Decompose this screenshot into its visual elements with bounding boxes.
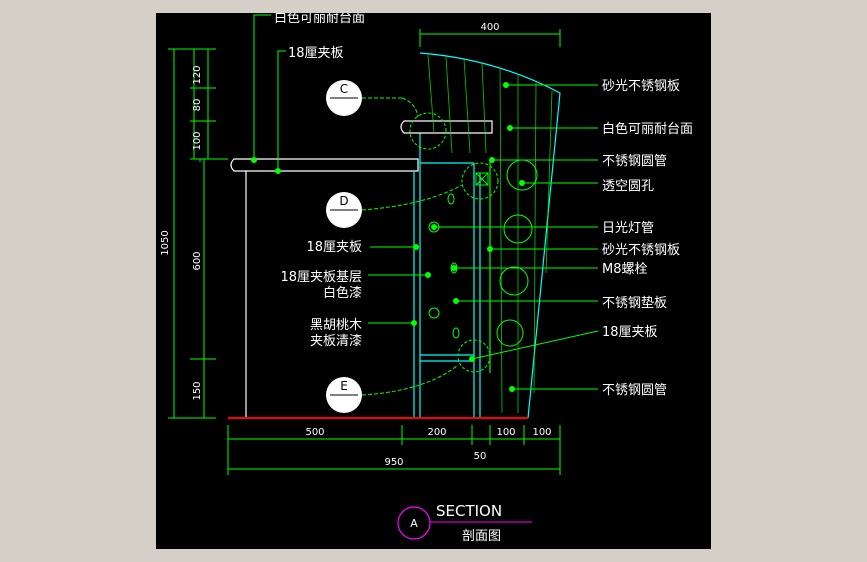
callout-c[interactable]: C bbox=[326, 80, 419, 118]
callout-e-letter: E bbox=[340, 379, 348, 393]
perforations bbox=[496, 159, 538, 347]
dim-200: 200 bbox=[427, 427, 446, 438]
label-base-1: 18厘夹板基层 bbox=[280, 270, 362, 285]
dim-500: 500 bbox=[305, 427, 324, 438]
label-right-1: 白色可丽耐台面 bbox=[602, 121, 693, 137]
callout-e[interactable]: E bbox=[326, 364, 459, 413]
callout-d-letter: D bbox=[339, 194, 348, 208]
leader-circles bbox=[409, 112, 499, 373]
cad-viewport[interactable]: 120 80 100 1050 600 150 400 bbox=[156, 13, 711, 549]
bottom-dimension-text: 500 200 100 100 50 950 bbox=[305, 427, 551, 468]
dim-100: 100 bbox=[192, 131, 203, 150]
dim-120: 120 bbox=[192, 65, 203, 84]
left-labels: 白色可丽耐台面 18厘夹板 18厘夹板 18厘夹板基层 白色漆 黑胡桃木 夹板清… bbox=[274, 13, 365, 349]
label-right-5: 砂光不锈钢板 bbox=[602, 243, 680, 258]
label-right-0: 砂光不锈钢板 bbox=[602, 79, 680, 94]
dim-150: 150 bbox=[192, 381, 203, 400]
label-plywood: 18厘夹板 bbox=[306, 240, 362, 255]
panel-hatch bbox=[427, 54, 553, 414]
fittings bbox=[428, 172, 489, 339]
right-leaders bbox=[434, 84, 599, 390]
title-main: SECTION bbox=[436, 502, 502, 520]
section-drawing: 120 80 100 1050 600 150 400 bbox=[160, 13, 693, 544]
title-letter: A bbox=[410, 517, 418, 530]
label-right-7: 不锈钢垫板 bbox=[602, 295, 667, 311]
label-top-surface: 白色可丽耐台面 bbox=[274, 13, 365, 26]
counter-structure bbox=[230, 52, 561, 419]
callout-d[interactable]: D bbox=[326, 184, 463, 228]
dim-600: 600 bbox=[192, 251, 203, 270]
left-dimensions bbox=[168, 48, 228, 419]
dim-100-b: 100 bbox=[532, 427, 551, 438]
callout-c-letter: C bbox=[340, 82, 348, 96]
label-right-8: 18厘夹板 bbox=[602, 325, 658, 340]
label-right-9: 不锈钢圆管 bbox=[602, 383, 667, 398]
title-sub: 剖面图 bbox=[462, 529, 501, 544]
dim-100-a: 100 bbox=[496, 427, 515, 438]
title-block: A SECTION 剖面图 bbox=[397, 502, 532, 544]
dim-950: 950 bbox=[384, 457, 403, 468]
label-right-2: 不锈钢圆管 bbox=[602, 154, 667, 169]
dim-50: 50 bbox=[474, 451, 487, 462]
dim-400: 400 bbox=[480, 22, 499, 33]
right-labels: 砂光不锈钢板 白色可丽耐台面 不锈钢圆管 透空圆孔 日光灯管 砂光不锈钢板 M8… bbox=[602, 79, 693, 398]
top-dimension bbox=[419, 29, 561, 47]
label-top-plywood: 18厘夹板 bbox=[288, 46, 344, 61]
label-base-2: 白色漆 bbox=[323, 285, 362, 301]
label-walnut-2: 夹板清漆 bbox=[310, 333, 362, 349]
left-leaders bbox=[253, 14, 428, 324]
label-walnut-1: 黑胡桃木 bbox=[310, 318, 362, 333]
left-dimension-text: 120 80 100 1050 600 150 bbox=[160, 65, 203, 400]
label-right-4: 日光灯管 bbox=[602, 221, 654, 236]
label-right-3: 透空圆孔 bbox=[602, 179, 654, 194]
dim-80: 80 bbox=[192, 99, 203, 112]
dim-1050: 1050 bbox=[160, 230, 171, 255]
right-leader-dots bbox=[431, 82, 525, 392]
label-right-6: M8螺栓 bbox=[602, 262, 648, 277]
leader-dots bbox=[251, 157, 431, 326]
bottom-dimensions bbox=[227, 425, 561, 475]
